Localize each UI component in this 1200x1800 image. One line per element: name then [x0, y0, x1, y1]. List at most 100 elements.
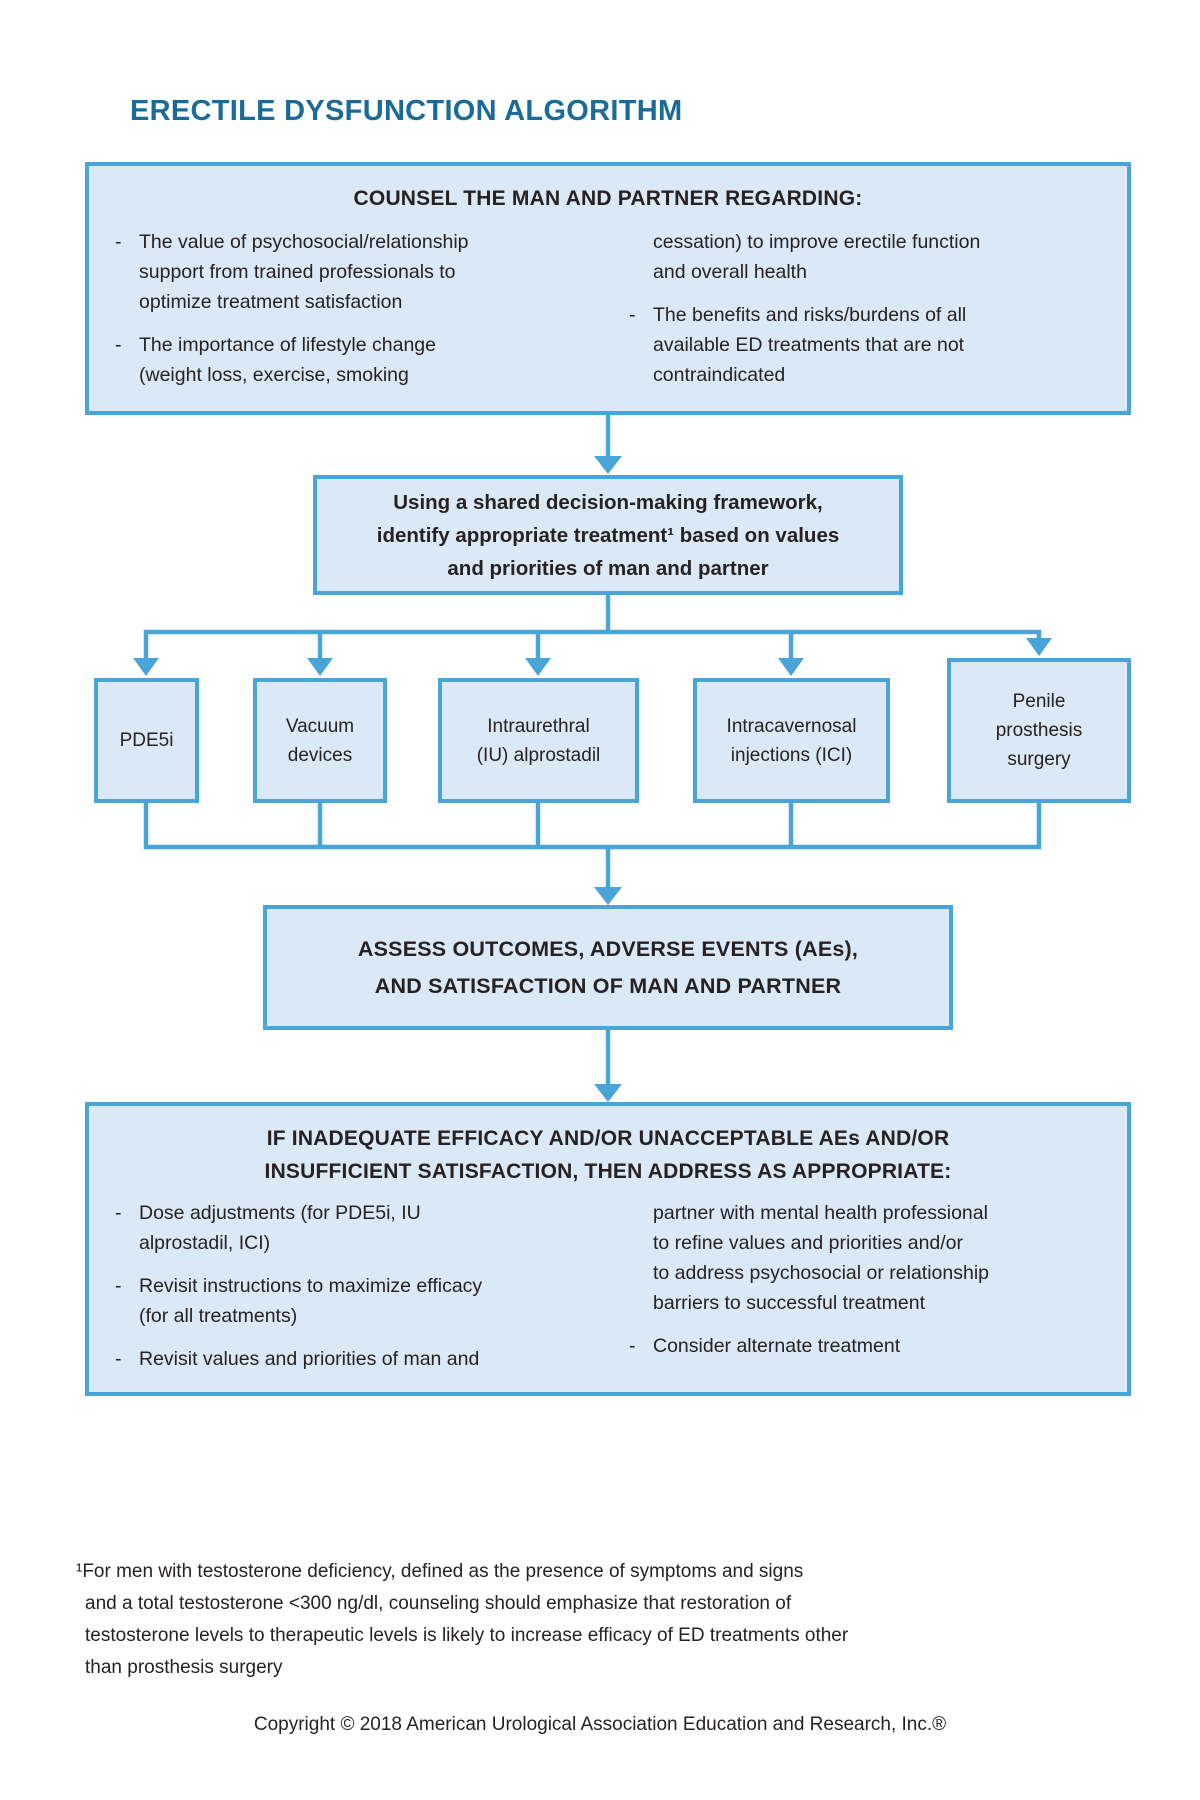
arrowhead-pde5i: [133, 658, 159, 676]
text-line: surgery: [1007, 749, 1071, 770]
text-line: testosterone levels to therapeutic level…: [85, 1625, 849, 1646]
treatment-label: Intraurethral (IU) alprostadil: [477, 712, 601, 770]
counsel-columns: - The value of psychosocial/relationship…: [89, 215, 1127, 403]
treatment-box-ici: Intracavernosal injections (ICI): [693, 678, 890, 803]
bullet-item: - The benefits and risks/burdens of all …: [629, 300, 1103, 390]
text-line: identify appropriate treatment¹ based on…: [376, 523, 840, 547]
text-line: Dose adjustments (for PDE5i, IU: [139, 1202, 421, 1224]
address-left-column: - Dose adjustments (for PDE5i, IU alpros…: [115, 1198, 589, 1387]
treatment-label: PDE5i: [120, 726, 174, 755]
bullet-dash: -: [115, 231, 122, 253]
counsel-heading: COUNSEL THE MAN AND PARTNER REGARDING:: [353, 187, 863, 210]
text-line: Revisit values and priorities of man and: [139, 1348, 480, 1370]
text-line: injections (ICI): [730, 744, 853, 766]
text-line: The benefits and risks/burdens of all: [653, 304, 967, 326]
bullet-dash: -: [115, 1275, 122, 1297]
distribution-bar: [143, 629, 1042, 660]
text-line: alprostadil, ICI): [139, 1232, 271, 1254]
converge-bar: [143, 803, 1042, 850]
text-line: and a total testosterone <300 ng/dl, cou…: [85, 1593, 792, 1614]
text-line: to address psychosocial or relationship: [653, 1262, 990, 1284]
text-line: (IU) alprostadil: [476, 744, 601, 766]
bullet-item: - Revisit instructions to maximize effic…: [115, 1271, 589, 1331]
bullet-item: - Revisit values and priorities of man a…: [115, 1344, 589, 1374]
bullet-dash: -: [115, 334, 122, 356]
connector-lines: [143, 415, 1042, 1086]
bullet-item: - Consider alternate treatment: [629, 1331, 1103, 1361]
treatment-box-penile-prosthesis: Penile prosthesis surgery: [947, 658, 1131, 803]
address-box: IF INADEQUATE EFFICACY AND/OR UNACCEPTAB…: [85, 1102, 1131, 1396]
counsel-right-column: cessation) to improve erectile function …: [629, 227, 1103, 403]
arrowhead-assess: [594, 887, 622, 905]
text-line: Using a shared decision-making framework…: [393, 490, 823, 514]
counsel-box: COUNSEL THE MAN AND PARTNER REGARDING: -…: [85, 162, 1131, 415]
bullet-dash: -: [629, 304, 636, 326]
bullet-text: Revisit instructions to maximize efficac…: [139, 1271, 482, 1331]
text-line: ASSESS OUTCOMES, ADVERSE EVENTS (AEs),: [357, 936, 859, 961]
bullet-dash: -: [115, 1202, 122, 1224]
text-line: cessation) to improve erectile function: [653, 231, 981, 253]
assess-box: ASSESS OUTCOMES, ADVERSE EVENTS (AEs), A…: [263, 905, 953, 1030]
decision-box: Using a shared decision-making framework…: [313, 475, 903, 595]
bullet-item: - Dose adjustments (for PDE5i, IU alpros…: [115, 1198, 589, 1258]
address-columns: - Dose adjustments (for PDE5i, IU alpros…: [89, 1188, 1127, 1387]
arrowhead-decision: [594, 456, 622, 474]
text-line: INSUFFICIENT SATISFACTION, THEN ADDRESS …: [264, 1160, 952, 1183]
bullet-text: Revisit values and priorities of man and: [139, 1344, 479, 1374]
arrowhead-iu: [525, 658, 551, 676]
text-line: barriers to successful treatment: [653, 1292, 926, 1314]
text-line: Revisit instructions to maximize efficac…: [139, 1275, 483, 1297]
text-line: and overall health: [653, 261, 807, 283]
treatment-box-pde5i: PDE5i: [94, 678, 199, 803]
text-line: IF INADEQUATE EFFICACY AND/OR UNACCEPTAB…: [266, 1127, 950, 1150]
continuation-text: cessation) to improve erectile function …: [629, 227, 1103, 287]
text-line: The value of psychosocial/relationship: [139, 231, 469, 253]
text-line: support from trained professionals to: [139, 261, 456, 283]
text-line: Penile: [1012, 691, 1066, 712]
address-right-column: partner with mental health professional …: [629, 1198, 1103, 1387]
text-line: than prosthesis surgery: [85, 1657, 283, 1678]
bullet-text: The value of psychosocial/relationship s…: [139, 227, 469, 317]
continuation-text: partner with mental health professional …: [629, 1198, 1103, 1318]
bullet-text: The importance of lifestyle change (weig…: [139, 330, 436, 390]
treatment-label: Penile prosthesis surgery: [996, 687, 1083, 774]
treatment-box-vacuum-devices: Vacuum devices: [253, 678, 387, 803]
footnote: ¹For men with testosterone deficiency, d…: [76, 1556, 1056, 1684]
text-line: (for all treatments): [139, 1305, 298, 1327]
arrowhead-address: [594, 1084, 622, 1102]
bullet-text: cessation) to improve erectile function …: [653, 227, 980, 287]
bullet-text: Consider alternate treatment: [653, 1331, 900, 1361]
text-line: prosthesis: [995, 720, 1083, 741]
bullet-dash: -: [115, 1348, 122, 1370]
text-line: PDE5i: [119, 730, 174, 751]
arrowhead-ici: [778, 658, 804, 676]
arrow-heads: [133, 456, 1052, 1102]
bullet-dash: -: [629, 1335, 636, 1357]
page-title: ERECTILE DYSFUNCTION ALGORITHM: [130, 95, 683, 127]
text-line: Intracavernosal: [726, 715, 857, 737]
text-line: (weight loss, exercise, smoking: [139, 364, 409, 386]
text-line: optimize treatment satisfaction: [139, 291, 403, 313]
text-line: ¹For men with testosterone deficiency, d…: [76, 1561, 804, 1582]
copyright-notice: Copyright © 2018 American Urological Ass…: [253, 1714, 947, 1735]
text-line: to refine values and priorities and/or: [653, 1232, 964, 1254]
treatment-box-iu-alprostadil: Intraurethral (IU) alprostadil: [438, 678, 639, 803]
text-line: Consider alternate treatment: [653, 1335, 901, 1357]
address-heading: IF INADEQUATE EFFICACY AND/OR UNACCEPTAB…: [89, 1122, 1127, 1188]
counsel-left-column: - The value of psychosocial/relationship…: [115, 227, 589, 403]
text-line: available ED treatments that are not: [653, 334, 965, 356]
arrowhead-prosthesis: [1026, 638, 1052, 656]
bullet-text: Dose adjustments (for PDE5i, IU alprosta…: [139, 1198, 421, 1258]
treatment-label: Intracavernosal injections (ICI): [727, 712, 857, 770]
bullet-text: The benefits and risks/burdens of all av…: [653, 300, 966, 390]
treatment-label: Vacuum devices: [286, 712, 354, 770]
text-line: and priorities of man and partner: [447, 556, 769, 580]
text-line: Intraurethral: [487, 715, 590, 737]
text-line: devices: [287, 744, 353, 766]
text-line: AND SATISFACTION OF MAN AND PARTNER: [374, 973, 842, 998]
bullet-text: partner with mental health professional …: [653, 1198, 989, 1318]
bullet-item: - The importance of lifestyle change (we…: [115, 330, 589, 390]
bullet-item: - The value of psychosocial/relationship…: [115, 227, 589, 317]
